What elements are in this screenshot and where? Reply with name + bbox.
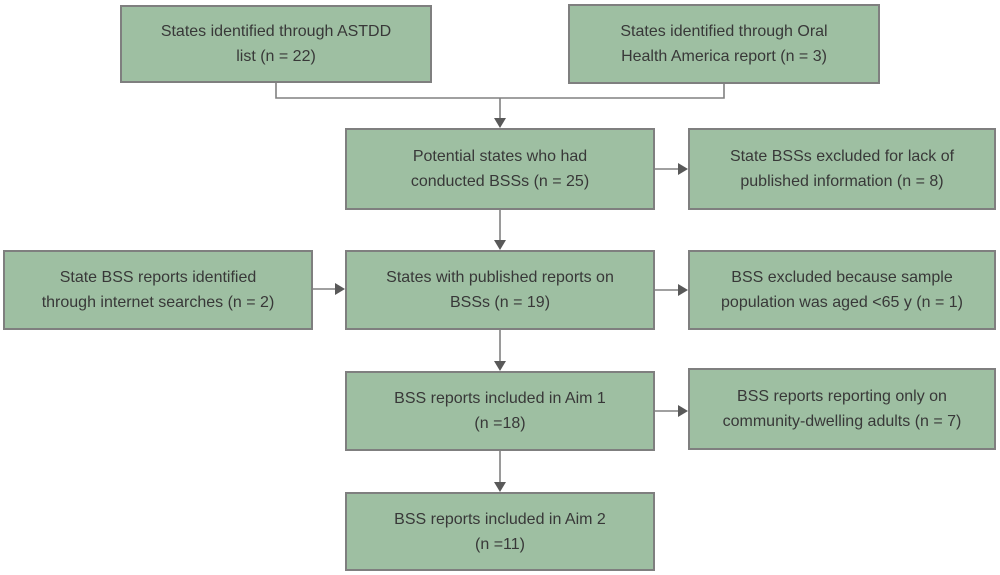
- box-line: Potential states who had: [412, 148, 588, 165]
- box-line: (n =11): [475, 535, 525, 553]
- box-line: conducted BSSs (n = 25): [410, 173, 590, 190]
- box-line: BSSs (n = 19): [449, 294, 551, 311]
- right-arrowhead-icon: [678, 163, 688, 175]
- right-arrowhead-icon: [335, 283, 345, 295]
- box-line: State BSSs excluded for lack of: [729, 148, 955, 165]
- box-line: States identified through ASTDD: [160, 23, 392, 40]
- box-line: State BSS reports identified: [59, 269, 257, 286]
- box-line: (n =18): [474, 415, 526, 432]
- box-reports-included-aim1: BSS reports included in Aim 1 (n =18): [345, 371, 655, 451]
- box-potential-states-bss: Potential states who had conducted BSSs …: [345, 128, 655, 210]
- box-line: Health America report (n = 3): [621, 48, 827, 65]
- box-line: population was aged <65 y (n = 1): [721, 294, 963, 311]
- right-arrowhead-icon: [678, 284, 688, 296]
- box-states-oral-health-america: States identified through Oral Health Am…: [568, 4, 880, 84]
- box-excluded-lack-published-info: State BSSs excluded for lack of publishe…: [688, 128, 996, 210]
- down-arrowhead-icon: [494, 240, 506, 250]
- box-line: through internet searches (n = 2): [41, 294, 275, 311]
- box-line: States identified through Oral: [620, 23, 828, 40]
- box-line: BSS reports included in Aim 2: [394, 510, 606, 528]
- box-line: BSS reports included in Aim 1: [394, 390, 606, 407]
- box-excluded-sample-age: BSS excluded because sample population w…: [688, 250, 996, 330]
- box-reports-included-aim2: BSS reports included in Aim 2 (n =11): [345, 492, 655, 571]
- box-line: list (n = 22): [236, 48, 316, 65]
- box-excluded-community-dwelling: BSS reports reporting only on community-…: [688, 368, 996, 450]
- right-arrowhead-icon: [678, 405, 688, 417]
- box-line: community-dwelling adults (n = 7): [722, 413, 962, 430]
- box-line: States with published reports on: [386, 269, 614, 286]
- box-states-published-reports: States with published reports on BSSs (n…: [345, 250, 655, 330]
- down-arrowhead-icon: [494, 482, 506, 492]
- down-arrowhead-icon: [494, 361, 506, 371]
- box-line: published information (n = 8): [740, 173, 944, 190]
- box-line: BSS excluded because sample: [731, 269, 953, 286]
- merge-connector-line: [275, 83, 725, 99]
- box-line: BSS reports reporting only on: [737, 388, 947, 405]
- down-arrowhead-icon: [494, 118, 506, 128]
- box-states-astdd-list: States identified through ASTDD list (n …: [120, 5, 432, 83]
- box-reports-internet-searches: State BSS reports identified through int…: [3, 250, 313, 330]
